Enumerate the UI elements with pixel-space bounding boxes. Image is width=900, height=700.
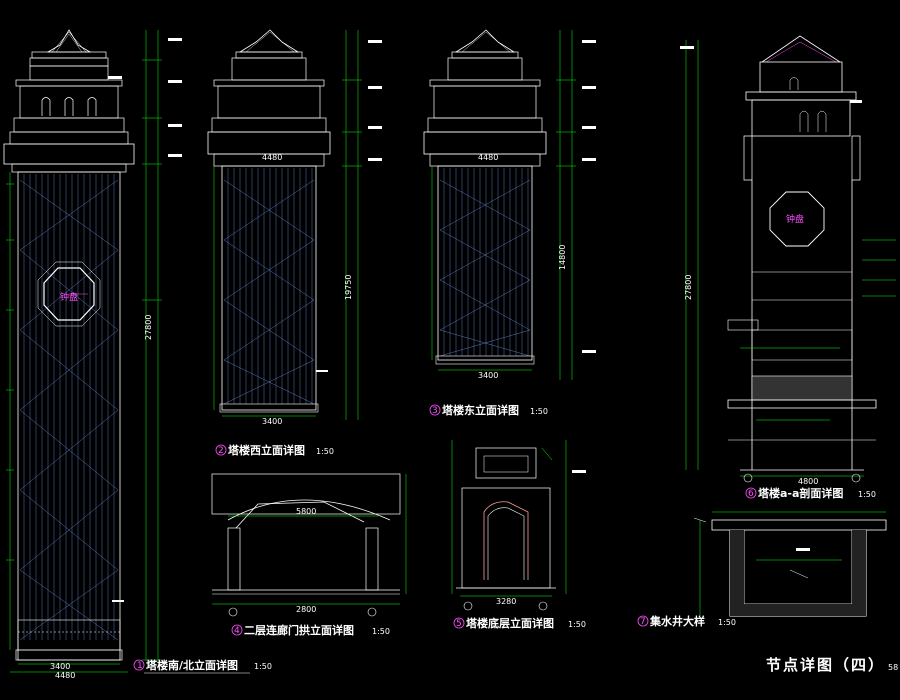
view-5-title: 5 塔楼底层立面详图 1:50 — [453, 616, 586, 630]
view-5-scale: 1:50 — [568, 620, 586, 629]
view-6-title-text: 塔楼a-a剖面详图 — [758, 486, 843, 500]
svg-text:7: 7 — [640, 617, 646, 627]
view-6-section: 钟盘 4800 27800 — [680, 35, 896, 486]
view-7-title-text: 集水井大样 — [649, 614, 705, 628]
svg-text:1: 1 — [137, 661, 143, 671]
svg-text:2: 2 — [218, 446, 224, 456]
svg-text:27800: 27800 — [684, 275, 693, 300]
view-2-scale: 1:50 — [316, 447, 334, 456]
svg-text:14800: 14800 — [558, 245, 567, 270]
view-4-title-text: 二层连廊门拱立面详图 — [244, 623, 354, 637]
view-2-title: 2 塔楼西立面详图 1:50 — [215, 443, 334, 457]
svg-text:钟盘: 钟盘 — [786, 213, 804, 225]
svg-text:4480: 4480 — [478, 153, 498, 162]
view-7-detail — [693, 511, 887, 617]
page-number: 58 — [888, 663, 898, 672]
svg-text:钟盘: 钟盘 — [60, 291, 78, 303]
view-3-title-text: 塔楼东立面详图 — [442, 403, 519, 417]
view-1-title: 1 塔楼南/北立面详图 1:50 — [133, 658, 272, 674]
view-2-title-text: 塔楼西立面详图 — [228, 443, 305, 457]
view-6-scale: 1:50 — [858, 490, 876, 499]
view-3-scale: 1:50 — [530, 407, 548, 416]
svg-text:3400: 3400 — [262, 417, 282, 426]
svg-text:3280: 3280 — [496, 597, 516, 606]
view-4-title: 4 二层连廊门拱立面详图 1:50 — [231, 623, 390, 637]
view-4-scale: 1:50 — [372, 627, 390, 636]
svg-text:2800: 2800 — [296, 605, 316, 614]
view-5-elevation: 3280 — [451, 440, 586, 611]
svg-text:4480: 4480 — [55, 671, 75, 680]
svg-text:19750: 19750 — [344, 275, 353, 300]
view-3-elevation: 4480 3400 14800 — [423, 29, 596, 380]
view-5-title-text: 塔楼底层立面详图 — [466, 616, 554, 630]
view-1-title-text: 塔楼南/北立面详图 — [146, 658, 238, 672]
svg-text:4: 4 — [234, 626, 240, 636]
svg-text:3400: 3400 — [50, 662, 70, 671]
view-3-title: 3 塔楼东立面详图 1:50 — [429, 403, 548, 417]
svg-text:4800: 4800 — [798, 477, 818, 486]
view-4-elevation: 5800 2800 — [211, 473, 407, 617]
svg-text:3400: 3400 — [478, 371, 498, 380]
view-1-elevation: 钟盘 3400 4480 27800 — [3, 29, 182, 680]
svg-text:5800: 5800 — [296, 507, 316, 516]
svg-text:3: 3 — [432, 406, 438, 416]
svg-text:4480: 4480 — [262, 153, 282, 162]
view-7-scale: 1:50 — [718, 618, 736, 627]
view-6-title: 6 塔楼a-a剖面详图 1:50 — [745, 486, 876, 500]
svg-text:6: 6 — [748, 489, 754, 499]
sheet-title: 节点详图（四） — [766, 656, 885, 674]
view-1-scale: 1:50 — [254, 662, 272, 671]
svg-text:5: 5 — [456, 619, 462, 629]
svg-text:27800: 27800 — [144, 315, 153, 340]
view-2-elevation: 4480 3400 19750 — [207, 29, 382, 426]
view-7-title: 7 集水井大样 1:50 — [637, 614, 736, 628]
